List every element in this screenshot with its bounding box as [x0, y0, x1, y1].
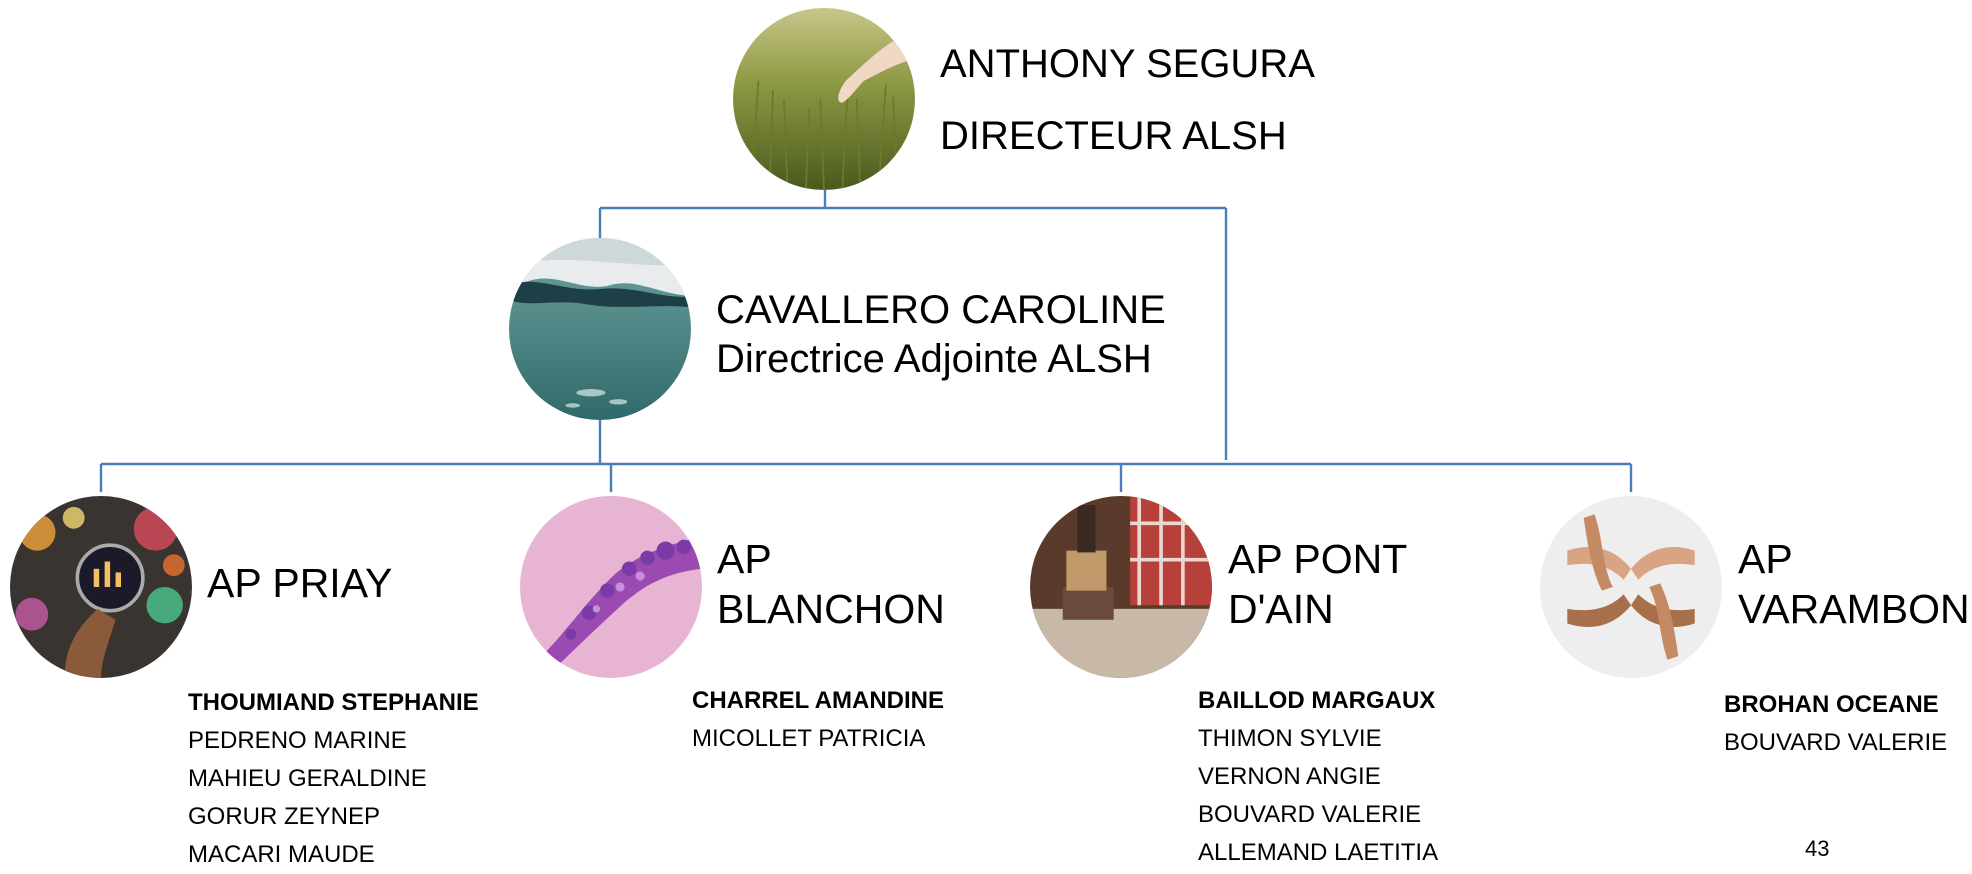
site-pont-dain-staff-member: THIMON SYLVIE [1198, 725, 1382, 752]
site-pont-dain-title: AP PONT D'AIN [1228, 534, 1407, 634]
site-varambon-title-line: AP [1738, 536, 1793, 582]
site-priay-title: AP PRIAY [207, 558, 392, 608]
site-priay-staff-member: MACARI MAUDE [188, 841, 375, 868]
deputy-name: CAVALLERO CAROLINE [716, 288, 1166, 332]
site-blanchon-photo [520, 496, 702, 678]
site-pont-dain-staff-lead: BAILLOD MARGAUX [1198, 687, 1436, 714]
site-pont-dain-photo [1030, 496, 1212, 678]
deputy-photo [509, 238, 691, 420]
site-priay-staff-member: MAHIEU GERALDINE [188, 765, 427, 792]
site-pont-dain-staff-member: VERNON ANGIE [1198, 763, 1381, 790]
site-blanchon-staff-list: CHARREL AMANDINE MICOLLET PATRICIA [692, 682, 944, 758]
site-pont-dain-title-line: AP PONT [1228, 536, 1408, 582]
site-pont-dain-staff-list: BAILLOD MARGAUX THIMON SYLVIE VERNON ANG… [1198, 682, 1438, 872]
director-role: DIRECTEUR ALSH [940, 114, 1287, 158]
site-priay-staff-member: GORUR ZEYNEP [188, 803, 381, 830]
site-varambon-title: AP VARAMBON [1738, 534, 1970, 634]
site-varambon-title-line: VARAMBON [1738, 586, 1970, 632]
site-blanchon-staff-member: MICOLLET PATRICIA [692, 725, 926, 752]
site-blanchon-title-line: BLANCHON [717, 586, 945, 632]
site-blanchon-staff-lead: CHARREL AMANDINE [692, 687, 944, 714]
site-varambon-staff-member: BOUVARD VALERIE [1724, 729, 1948, 756]
site-varambon-staff-list: BROHAN OCEANE BOUVARD VALERIE [1724, 686, 1947, 762]
site-varambon-photo [1540, 496, 1722, 678]
page-number: 43 [1805, 836, 1830, 861]
deputy-role: Directrice Adjointe ALSH [716, 337, 1152, 381]
director-photo [733, 8, 915, 190]
site-pont-dain-staff-member: BOUVARD VALERIE [1198, 801, 1422, 828]
site-priay-photo [10, 496, 192, 678]
site-priay-staff-list: THOUMIAND STEPHANIE PEDRENO MARINE MAHIE… [188, 684, 479, 874]
site-pont-dain-title-line: D'AIN [1228, 586, 1334, 632]
site-blanchon-title-line: AP [717, 536, 772, 582]
site-priay-title-line: AP PRIAY [207, 560, 393, 606]
site-pont-dain-staff-member: ALLEMAND LAETITIA [1198, 839, 1439, 866]
site-blanchon-title: AP BLANCHON [717, 534, 945, 634]
director-name: ANTHONY SEGURA [940, 42, 1315, 86]
site-varambon-staff-lead: BROHAN OCEANE [1724, 691, 1939, 718]
site-priay-staff-lead: THOUMIAND STEPHANIE [188, 689, 479, 716]
site-priay-staff-member: PEDRENO MARINE [188, 727, 407, 754]
